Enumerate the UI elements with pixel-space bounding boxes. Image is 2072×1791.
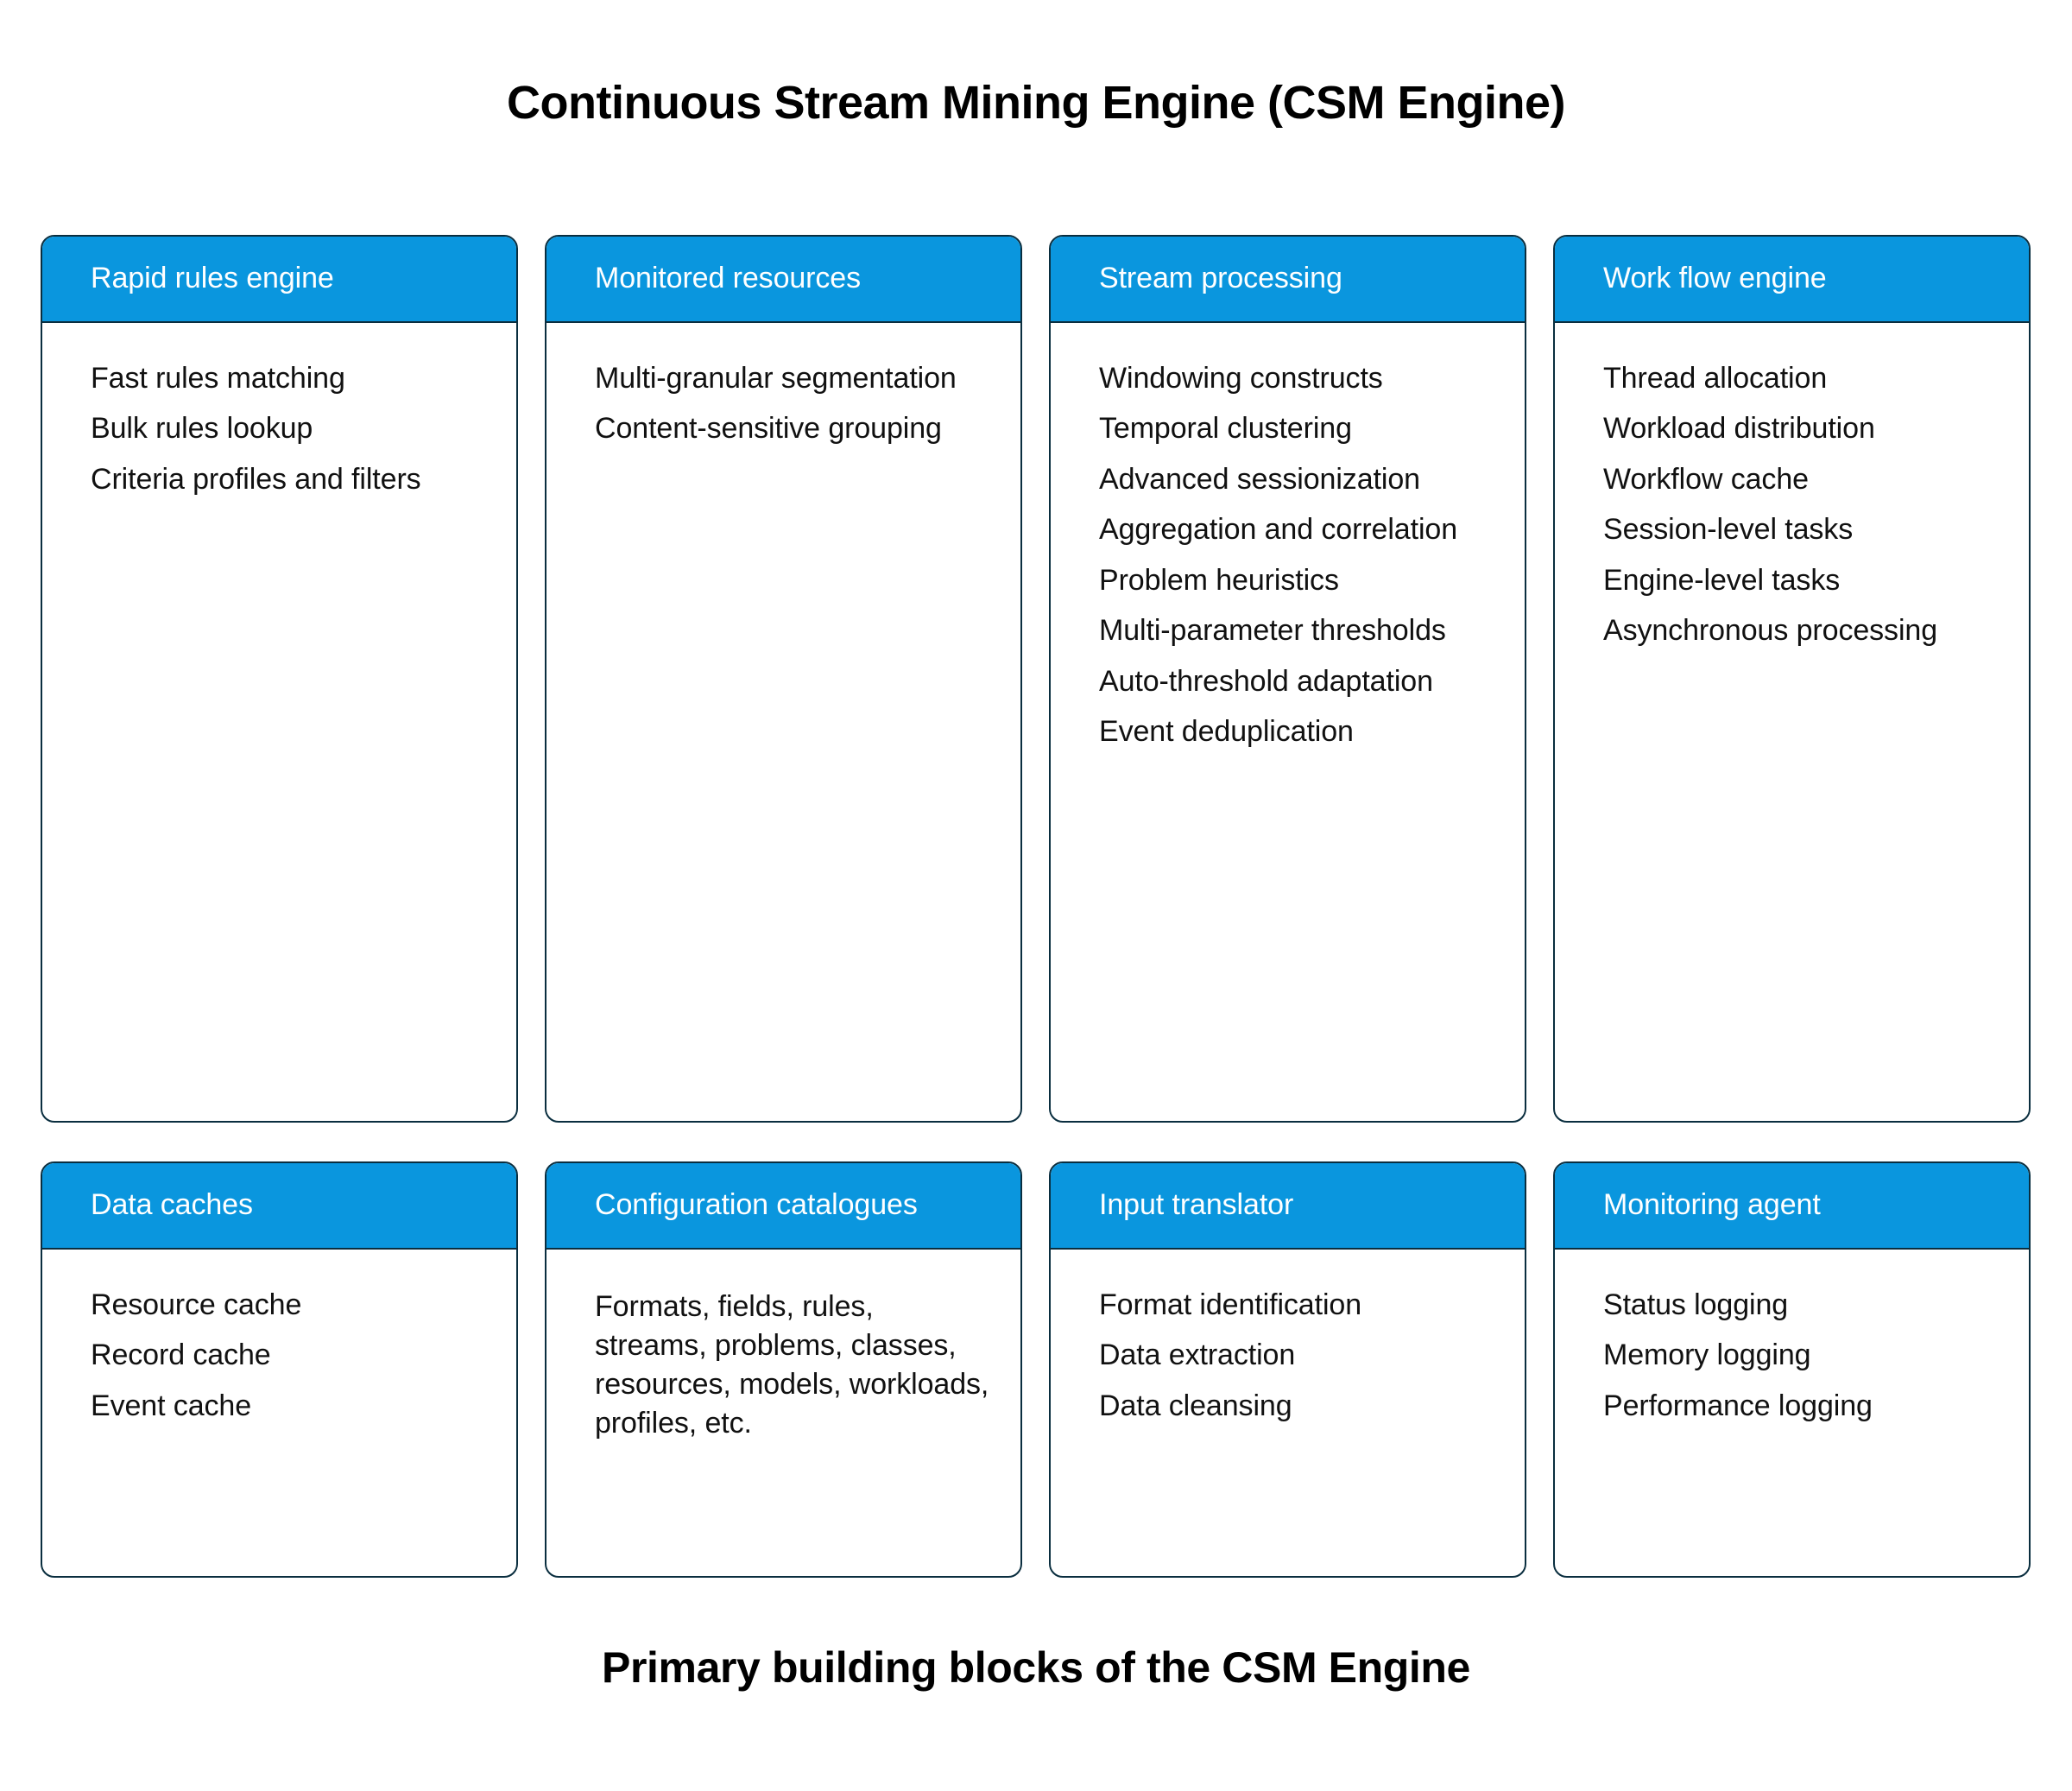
list-item: Problem heuristics (1099, 563, 1339, 597)
list-item: Multi-granular segmentation (595, 362, 957, 395)
list-item: Session-level tasks (1603, 513, 1854, 547)
page-caption: Primary building blocks of the CSM Engin… (602, 1643, 1470, 1692)
list-item: Bulk rules lookup (91, 412, 313, 446)
list-item: Advanced sessionization (1099, 462, 1420, 496)
list-item: Windowing constructs (1099, 362, 1383, 395)
card-body-monitoring-agent: Status logging Memory logging Performanc… (1555, 1250, 2029, 1576)
list-item: Multi-parameter thresholds (1099, 614, 1446, 648)
card-header-title: Rapid rules engine (91, 262, 334, 295)
card-header-work-flow-engine: Work flow engine (1555, 237, 2029, 323)
list-item: Formats, fields, rules, streams, problem… (595, 1290, 989, 1440)
card-header-monitored-resources: Monitored resources (546, 237, 1020, 323)
list-item: Event deduplication (1099, 715, 1354, 749)
card-header-title: Work flow engine (1603, 262, 1827, 295)
card-header-data-caches: Data caches (42, 1163, 516, 1250)
list-item: Event cache (91, 1389, 252, 1422)
card-monitoring-agent[interactable]: Monitoring agent Status logging Memory l… (1553, 1161, 2031, 1578)
card-data-caches[interactable]: Data caches Resource cache Record cache … (41, 1161, 518, 1578)
card-body-data-caches: Resource cache Record cache Event cache (42, 1250, 516, 1576)
list-item: Data extraction (1099, 1339, 1296, 1372)
card-monitored-resources[interactable]: Monitored resources Multi-granular segme… (545, 235, 1022, 1123)
list-item: Criteria profiles and filters (91, 462, 421, 496)
card-input-translator[interactable]: Input translator Format identification D… (1049, 1161, 1526, 1578)
card-header-title: Monitoring agent (1603, 1188, 1821, 1222)
card-header-title: Stream processing (1099, 262, 1342, 295)
list-item: Resource cache (91, 1288, 302, 1321)
list-item: Memory logging (1603, 1339, 1811, 1372)
card-header-input-translator: Input translator (1051, 1163, 1525, 1250)
list-item: Workflow cache (1603, 462, 1809, 496)
list-item: Data cleansing (1099, 1389, 1292, 1422)
list-item: Workload distribution (1603, 412, 1875, 446)
card-header-rapid-rules-engine: Rapid rules engine (42, 237, 516, 323)
card-configuration-catalogues[interactable]: Configuration catalogues Formats, fields… (545, 1161, 1022, 1578)
list-item: Performance logging (1603, 1389, 1873, 1422)
list-item: Fast rules matching (91, 362, 345, 395)
list-item: Engine-level tasks (1603, 563, 1841, 597)
card-rapid-rules-engine[interactable]: Rapid rules engine Fast rules matching B… (41, 235, 518, 1123)
card-body-rapid-rules-engine: Fast rules matching Bulk rules lookup Cr… (42, 323, 516, 1121)
page-title: Continuous Stream Mining Engine (CSM Eng… (507, 77, 1565, 129)
list-item: Asynchronous processing (1603, 614, 1938, 648)
list-item: Temporal clustering (1099, 412, 1352, 446)
card-body-work-flow-engine: Thread allocation Workload distribution … (1555, 323, 2029, 1121)
list-item: Auto-threshold adaptation (1099, 664, 1433, 698)
list-item: Format identification (1099, 1288, 1362, 1321)
card-body-stream-processing: Windowing constructs Temporal clustering… (1051, 323, 1525, 1121)
list-item: Content-sensitive grouping (595, 412, 942, 446)
card-header-monitoring-agent: Monitoring agent (1555, 1163, 2029, 1250)
card-header-configuration-catalogues: Configuration catalogues (546, 1163, 1020, 1250)
card-body-monitored-resources: Multi-granular segmentation Content-sens… (546, 323, 1020, 1121)
card-header-stream-processing: Stream processing (1051, 237, 1525, 323)
list-item: Status logging (1603, 1288, 1789, 1321)
card-work-flow-engine[interactable]: Work flow engine Thread allocation Workl… (1553, 235, 2031, 1123)
building-blocks-grid: Rapid rules engine Fast rules matching B… (41, 235, 2031, 1578)
card-body-configuration-catalogues: Formats, fields, rules, streams, problem… (546, 1250, 1020, 1576)
card-header-title: Data caches (91, 1188, 253, 1222)
card-header-title: Monitored resources (595, 262, 862, 295)
card-header-title: Configuration catalogues (595, 1188, 918, 1222)
list-item: Record cache (91, 1339, 271, 1372)
card-stream-processing[interactable]: Stream processing Windowing constructs T… (1049, 235, 1526, 1123)
card-body-input-translator: Format identification Data extraction Da… (1051, 1250, 1525, 1576)
card-header-title: Input translator (1099, 1188, 1294, 1222)
list-item: Thread allocation (1603, 362, 1828, 395)
list-item: Aggregation and correlation (1099, 513, 1458, 547)
